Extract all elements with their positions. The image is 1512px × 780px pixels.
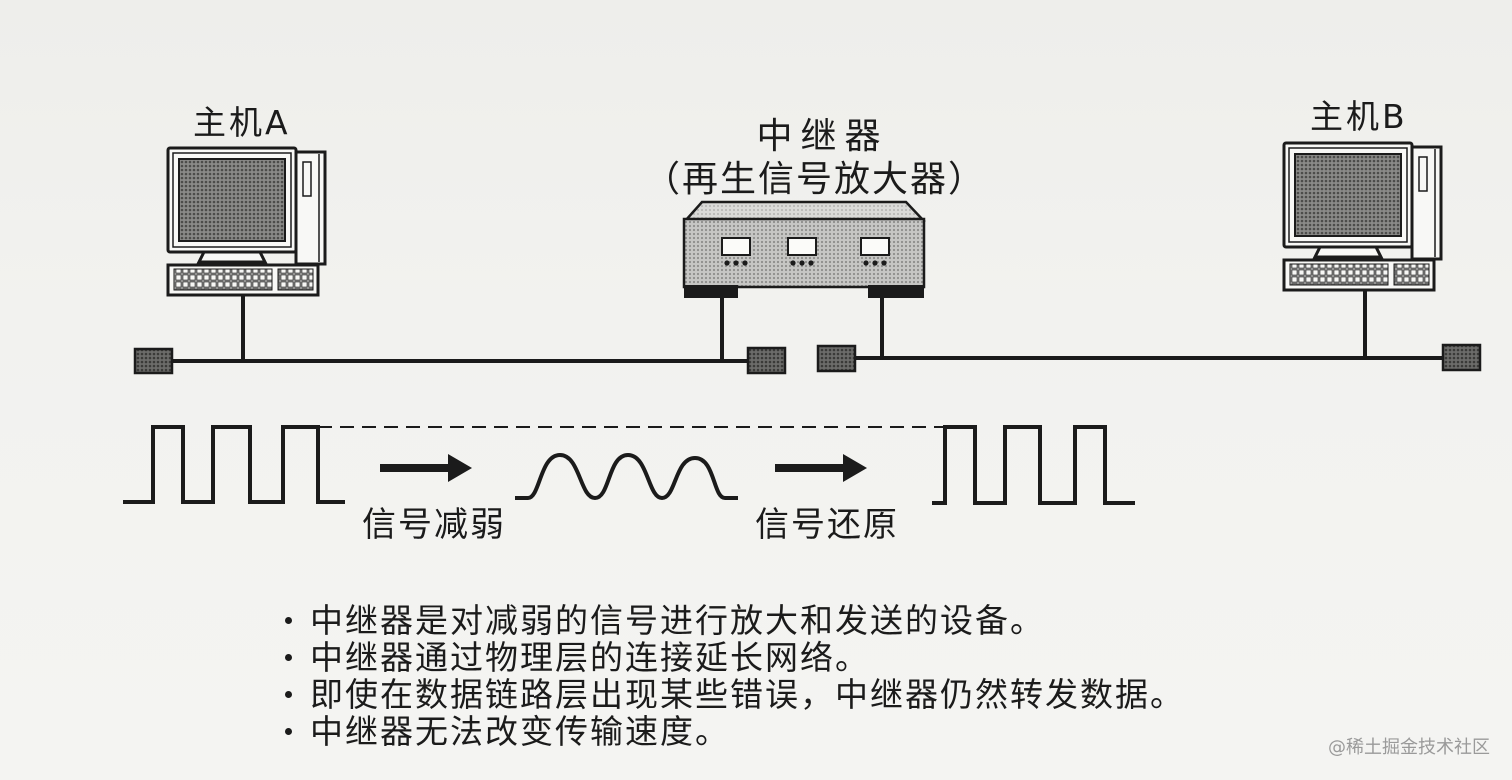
repeater-display-3 — [860, 237, 890, 256]
note-text: 即使在数据链路层出现某些错误，中继器仍然转发数据。 — [310, 675, 1185, 714]
bullet-icon — [285, 728, 292, 735]
bullet-icon — [285, 691, 292, 698]
repeater-device-icon — [682, 200, 926, 298]
indicator-led — [799, 260, 805, 266]
keyboard-numpad-keys — [277, 268, 314, 291]
monitor-stand — [1312, 245, 1384, 259]
drive-slot — [1418, 156, 1428, 192]
monitor-stand — [196, 250, 268, 264]
bullet-icon — [285, 654, 292, 661]
repeater-port-right — [816, 344, 857, 373]
bullet-icon — [285, 617, 292, 624]
monitor-screen — [1294, 153, 1402, 237]
host-b-computer-icon — [1282, 141, 1443, 292]
monitor-bezel — [1288, 147, 1408, 243]
keyboard-main-keys — [1289, 263, 1389, 286]
attenuated-signal-wave — [515, 452, 738, 501]
host-b-label: 主机B — [1310, 97, 1408, 136]
repeater-left-foot — [684, 285, 738, 298]
signal-weakened-label: 信号减弱 — [362, 505, 506, 545]
repeater-display-2 — [787, 237, 817, 256]
arrow-head — [843, 454, 867, 482]
signal-restored-label: 信号还原 — [755, 505, 899, 545]
keyboard-main-keys — [173, 268, 273, 291]
repeater-display-1 — [721, 237, 751, 256]
terminator-right — [1441, 343, 1482, 372]
restored-digital-signal — [932, 425, 1135, 505]
arrow-shaft — [775, 464, 845, 472]
host-a-computer-icon — [166, 146, 327, 297]
indicator-led — [881, 260, 887, 266]
attenuation-arrow — [380, 454, 472, 482]
host-a-label: 主机A — [193, 103, 291, 142]
indicator-led — [733, 260, 739, 266]
indicator-led — [863, 260, 869, 266]
indicator-led — [872, 260, 878, 266]
monitor-screen — [178, 158, 286, 242]
regeneration-arrow — [775, 454, 867, 482]
indicator-led — [742, 260, 748, 266]
repeater-top-face — [683, 200, 926, 222]
watermark: @稀土掘金技术社区 — [1328, 737, 1490, 758]
indicator-led — [790, 260, 796, 266]
repeater-port-left — [746, 346, 787, 375]
indicator-led — [808, 260, 814, 266]
drive-slot — [302, 161, 312, 197]
arrow-shaft — [380, 464, 450, 472]
arrow-head — [448, 454, 472, 482]
original-digital-signal — [123, 425, 345, 504]
repeater-subtitle: （再生信号放大器） — [643, 159, 986, 200]
keyboard-numpad-keys — [1393, 263, 1430, 286]
note-text: 中继器无法改变传输速度。 — [310, 712, 730, 751]
terminator-left — [133, 347, 174, 375]
monitor-bezel — [172, 152, 292, 248]
repeater-right-foot — [868, 285, 924, 298]
note-text: 中继器是对减弱的信号进行放大和发送的设备。 — [310, 601, 1045, 640]
repeater-title: 中继器 — [756, 116, 889, 157]
note-text: 中继器通过物理层的连接延长网络。 — [310, 638, 870, 677]
indicator-led — [724, 260, 730, 266]
